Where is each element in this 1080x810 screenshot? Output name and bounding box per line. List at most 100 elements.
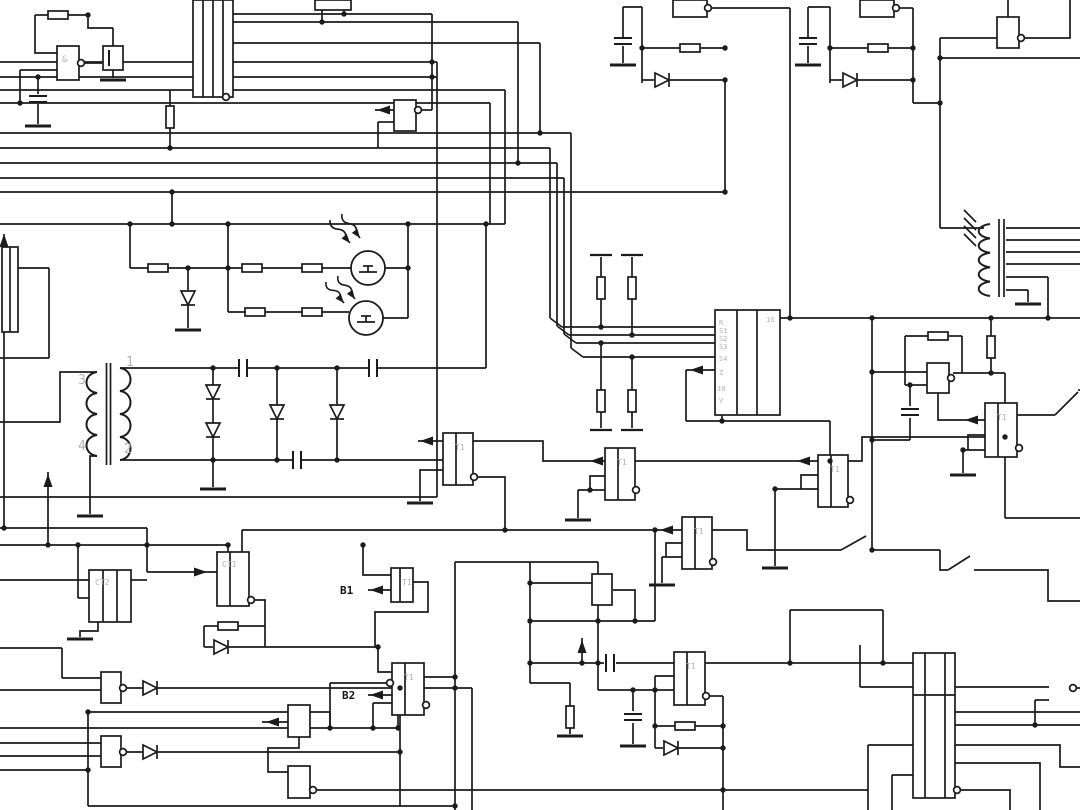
schematic-label: T1 (686, 662, 696, 671)
diode-icon (179, 290, 197, 307)
ic-box (912, 652, 956, 799)
junction-dot (35, 74, 41, 80)
junction-dot (144, 542, 150, 548)
ic-box (926, 362, 950, 394)
signal-arrow-left (266, 717, 279, 727)
junction-dot (405, 221, 411, 227)
inversion-bubble (76, 58, 86, 68)
capacitor-mask (799, 37, 817, 45)
junction-dot (537, 130, 543, 136)
diode-icon (204, 422, 222, 439)
schematic-label: CT2 (95, 578, 110, 587)
inversion-bubble (946, 373, 956, 383)
schematic-label: T1 (997, 413, 1007, 422)
junction-dot (722, 45, 728, 51)
junction-dot (910, 77, 916, 83)
resistor-vertical (596, 389, 606, 413)
junction-dot (452, 803, 458, 809)
ic-box (714, 309, 781, 416)
junction-dot (960, 447, 966, 453)
wire (840, 535, 867, 551)
junction-dot (127, 221, 133, 227)
ic-box (817, 454, 849, 508)
resistor-vertical (596, 276, 606, 300)
resistor-horizontal (217, 621, 239, 631)
wire (939, 550, 948, 571)
junction-dot (1032, 722, 1038, 728)
wire (563, 333, 577, 344)
signal-arrow-up (577, 640, 587, 653)
capacitor-mask (369, 359, 377, 377)
ic-box (88, 569, 132, 623)
junction-dot (595, 618, 601, 624)
wire (549, 317, 563, 328)
ic-box (287, 765, 311, 799)
schematic-label: S3 (719, 343, 727, 351)
wire (254, 599, 266, 626)
junction-dot (1002, 434, 1008, 440)
junction-dot (937, 100, 943, 106)
schematic-label: 16 (766, 316, 774, 324)
schematic-label: 1 (126, 355, 134, 370)
ic-box (100, 735, 122, 768)
resistor-horizontal (674, 721, 696, 731)
wire (963, 209, 977, 223)
junction-dot (319, 19, 325, 25)
schematic-label: T1 (617, 458, 627, 467)
ic-box (859, 0, 895, 18)
schematic-label: 3 (78, 373, 86, 388)
wire (79, 622, 99, 637)
wire (570, 347, 584, 358)
junction-dot (910, 45, 916, 51)
junction-dot (652, 687, 658, 693)
resistor-vertical (986, 335, 996, 359)
wire (419, 469, 443, 501)
wire (473, 440, 605, 462)
signal-arrow-left (370, 585, 383, 595)
capacitor-mask (293, 451, 301, 469)
junction-dot (632, 618, 638, 624)
resistor-horizontal (927, 331, 949, 341)
ic-box (56, 45, 80, 81)
junction-dot (225, 221, 231, 227)
capacitor-mask (624, 713, 642, 721)
ic-box (672, 0, 708, 18)
junction-dot (375, 644, 381, 650)
junction-dot (720, 745, 726, 751)
junction-dot (185, 265, 191, 271)
inversion-bubble (631, 485, 641, 495)
inversion-bubble (421, 700, 431, 710)
diode-icon (204, 384, 222, 401)
signal-arrow-left (370, 690, 383, 700)
schematic-label: S4 (719, 355, 727, 363)
junction-dot (720, 787, 726, 793)
junction-dot (587, 487, 593, 493)
wire (947, 555, 971, 571)
junction-dot (360, 542, 366, 548)
junction-dot (169, 221, 175, 227)
resistor-vertical (627, 276, 637, 300)
ic-box (391, 662, 425, 716)
ic-box (314, 0, 352, 11)
capacitor-mask (614, 37, 632, 45)
wire (848, 436, 1005, 462)
ic-box (604, 447, 636, 501)
schematic-label: 10 (717, 385, 725, 393)
inversion-bubble (413, 105, 423, 115)
resistor-horizontal (867, 43, 889, 53)
junction-dot (17, 100, 23, 106)
capacitor-mask (239, 359, 247, 377)
wire (478, 476, 506, 530)
junction-dot (598, 340, 604, 346)
junction-dot (527, 580, 533, 586)
junction-dot (869, 437, 875, 443)
ic-box (442, 432, 474, 486)
junction-dot (334, 365, 340, 371)
inversion-bubble (703, 3, 713, 13)
junction-dot (772, 486, 778, 492)
junction-dot (527, 660, 533, 666)
ic-box (100, 671, 122, 704)
signal-arrow-left (590, 456, 603, 466)
wire (955, 744, 1080, 768)
